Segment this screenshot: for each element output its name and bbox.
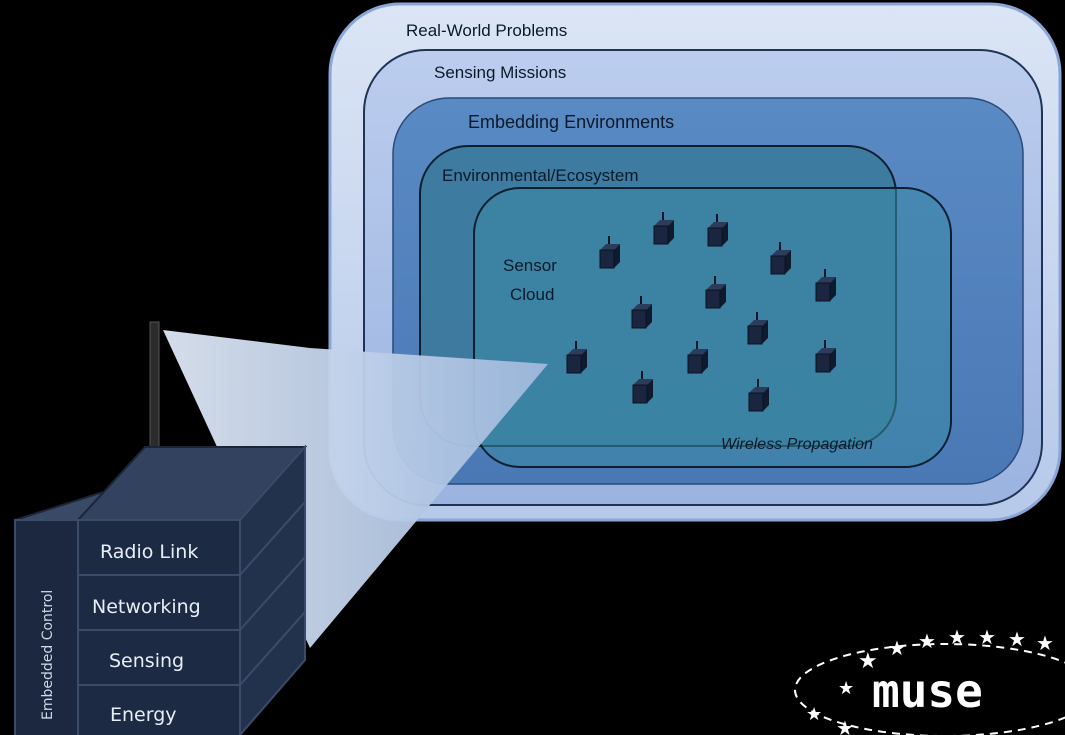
stack-side-label: Embedded Control [40,590,56,720]
label-sensing-missions: Sensing Missions [434,63,566,82]
sensor-node-icon [815,269,836,302]
star-icon: ★ [888,636,906,660]
sensor-node-icon [599,236,620,269]
node-stack: Radio Link Networking Sensing Energy Emb… [14,321,308,735]
label-environmental-ecosystem: Environmental/Ecosystem [442,166,639,185]
sensor-node-icon [632,371,653,404]
sensor-node-icon [653,212,674,245]
sensor-node-icon [707,214,728,247]
label-embedding-environments: Embedding Environments [468,112,674,132]
sensor-node-group [566,212,836,412]
sensor-node-icon [770,242,791,275]
label-wireless-propagation: Wireless Propagation [721,436,873,453]
stack-layer-energy: Energy [110,704,177,726]
layer-wireless-propagation [473,187,952,468]
muse-logo-text: muse [872,664,983,718]
stack-layer-networking: Networking [92,596,201,618]
star-icon: ★ [806,704,822,725]
sensor-node-icon [815,340,836,373]
label-sensor-cloud-line1: Sensor [503,256,557,275]
star-icon: ★ [836,716,854,735]
stack-layer-radio-link: Radio Link [100,541,198,563]
sensor-node-icon [566,341,587,374]
star-icon: ★ [978,625,996,649]
sensor-node-icon [631,296,652,329]
sensor-node-icon [747,312,768,345]
star-icon: ★ [838,678,854,699]
label-real-world: Real-World Problems [406,21,567,40]
star-icon: ★ [918,629,936,653]
muse-logo: ★ ★ ★ ★ ★ ★ ★ ★ ★ ★ muse [794,625,1065,735]
sensor-node-icon [748,379,769,412]
star-icon: ★ [1008,627,1026,651]
star-icon: ★ [858,649,878,674]
stack-layer-sensing: Sensing [109,650,184,672]
label-sensor-cloud-line2: Cloud [510,285,554,304]
star-icon: ★ [948,625,966,649]
star-icon: ★ [1036,631,1054,655]
sensor-node-icon [687,341,708,374]
zoom-beam [163,330,548,648]
sensor-node-icon [705,276,726,309]
